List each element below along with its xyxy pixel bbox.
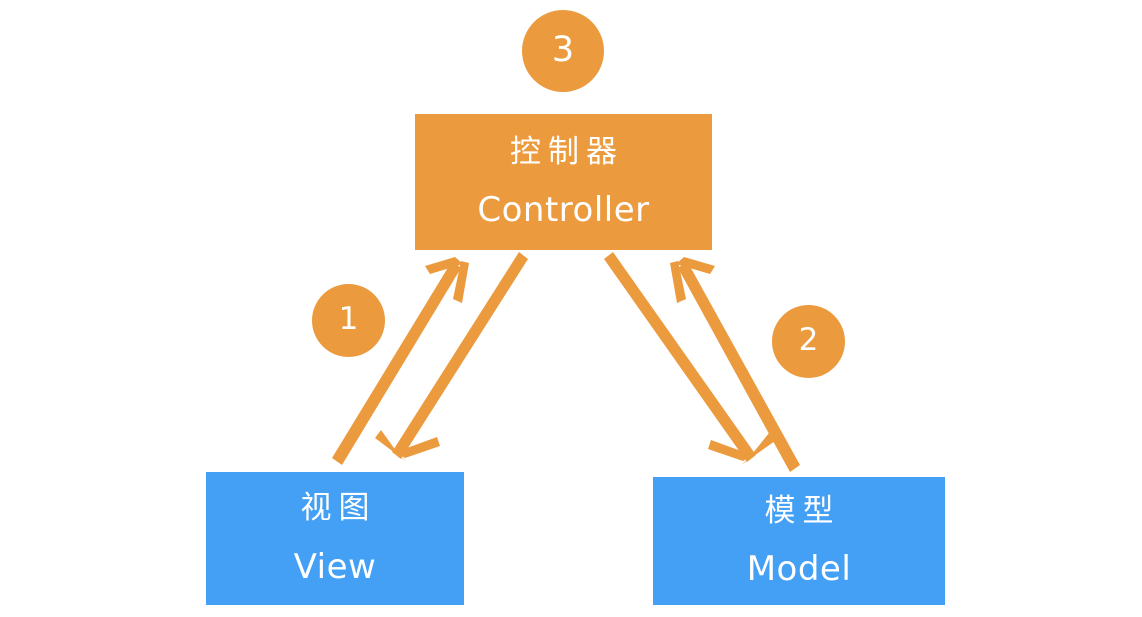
node-view-label-en: View	[293, 547, 377, 587]
node-controller-label-cn: 控制器	[510, 134, 624, 170]
step-badge-1: 1	[312, 284, 385, 357]
arrow-view-to-controller	[332, 257, 469, 465]
node-controller[interactable]: 控制器 Controller	[415, 114, 712, 250]
node-view-label-cn: 视图	[300, 490, 377, 526]
step-badge-3: 3	[522, 10, 604, 92]
step-badge-1-number: 1	[338, 301, 359, 337]
node-model-label-cn: 模型	[764, 493, 841, 529]
node-controller-label-en: Controller	[477, 190, 650, 230]
arrow-model-to-controller	[670, 257, 800, 472]
step-badge-3-number: 3	[551, 29, 575, 70]
node-model-label-en: Model	[746, 549, 852, 589]
step-badge-2: 2	[772, 305, 845, 378]
step-badge-2-number: 2	[798, 322, 819, 358]
node-view[interactable]: 视图 View	[206, 472, 464, 605]
node-model[interactable]: 模型 Model	[653, 477, 945, 605]
arrow-controller-to-model	[604, 252, 775, 465]
arrow-controller-to-view	[375, 252, 528, 462]
